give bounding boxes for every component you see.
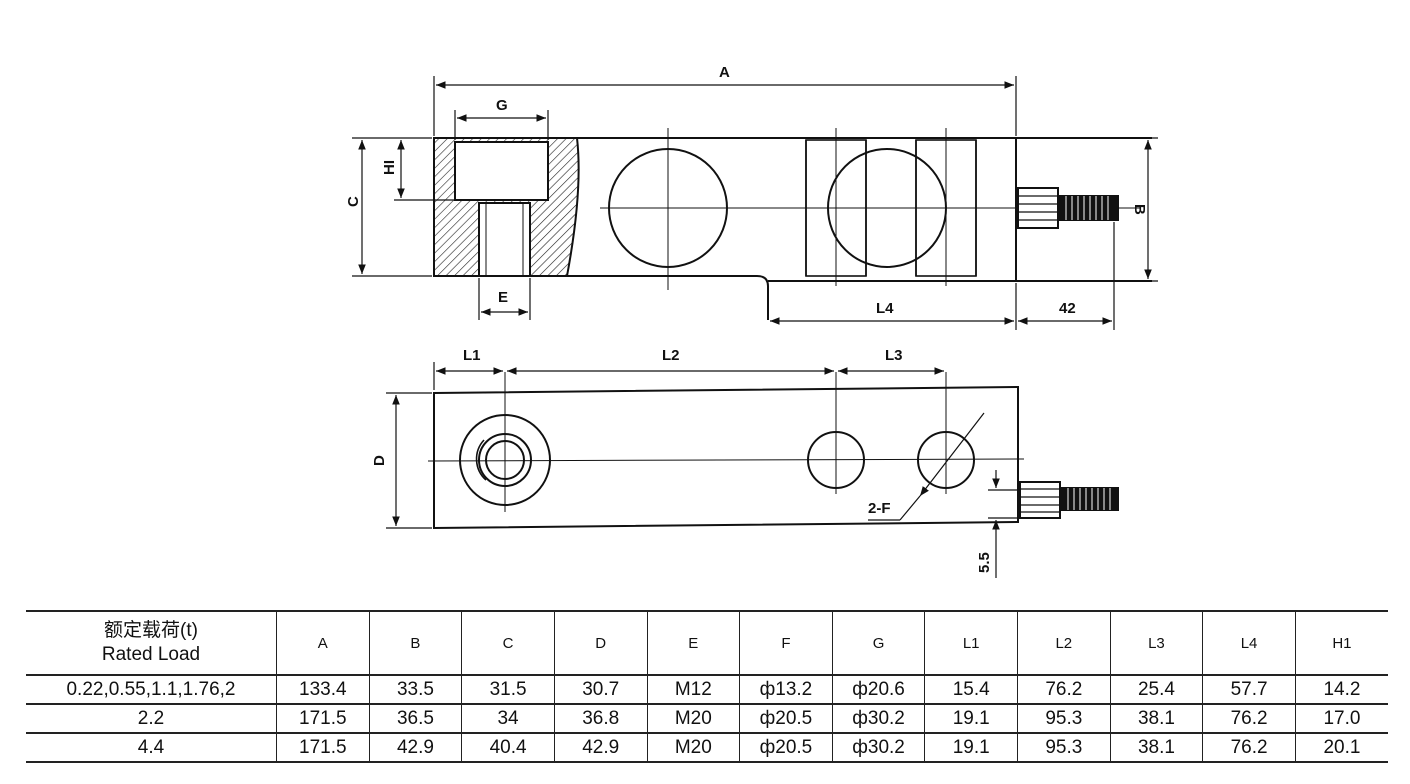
table-cell: 0.22,0.55,1.1,1.76,2 — [26, 675, 277, 705]
label-l2: L2 — [662, 347, 680, 364]
table-cell: M20 — [646, 704, 741, 734]
table-cell: 40.4 — [461, 733, 555, 763]
table-cell: ф20.5 — [739, 733, 833, 763]
table-cell: 133.4 — [276, 675, 370, 705]
table-cell: 34 — [461, 704, 555, 734]
table-cell: 25.4 — [1109, 675, 1204, 705]
table-cell: 57.7 — [1202, 675, 1296, 705]
load-cell-drawing: A G C HI E B L4 42 L1 L2 L3 D 2-F 5.5 — [345, 64, 1158, 578]
table-cell: 42.9 — [368, 733, 463, 763]
header-d: D — [553, 610, 648, 676]
label-l3: L3 — [885, 347, 903, 364]
table-cell: M12 — [646, 675, 741, 705]
label-l1: L1 — [463, 347, 481, 364]
table-cell: 38.1 — [1109, 704, 1204, 734]
table-cell: 95.3 — [1017, 704, 1111, 734]
label-42: 42 — [1059, 300, 1076, 317]
table-cell: 19.1 — [924, 733, 1018, 763]
label-a: A — [719, 64, 730, 81]
header-l3: L3 — [1109, 610, 1204, 676]
table-row: 2.2 171.5 36.5 34 36.8 M20 ф20.5 ф30.2 1… — [26, 704, 1388, 734]
table-cell: 20.1 — [1294, 733, 1388, 763]
dimension-labels: A G C HI E B L4 42 L1 L2 L3 D 2-F 5.5 — [345, 64, 1148, 573]
label-d: D — [371, 455, 388, 466]
header-f: F — [739, 610, 833, 676]
table-cell: 31.5 — [461, 675, 555, 705]
table-cell: 15.4 — [924, 675, 1018, 705]
table-cell: 36.5 — [368, 704, 463, 734]
top-view — [427, 372, 1119, 530]
label-h1: HI — [381, 160, 398, 175]
side-view-dimensions — [352, 76, 1158, 330]
table-cell: 76.2 — [1202, 733, 1296, 763]
table-cell: 95.3 — [1017, 733, 1111, 763]
side-view — [433, 128, 1152, 320]
table-cell: 36.8 — [553, 704, 648, 734]
spec-table: 额定载荷(t) Rated Load A B C D E F G L1 L2 L… — [26, 610, 1388, 763]
label-e: E — [498, 289, 508, 306]
table-cell: 17.0 — [1294, 704, 1388, 734]
table-cell: 76.2 — [1202, 704, 1296, 734]
table-cell: 42.9 — [553, 733, 648, 763]
label-c: C — [345, 196, 362, 207]
table-cell: 171.5 — [276, 704, 370, 734]
table-cell: 4.4 — [26, 733, 277, 763]
table-cell: 33.5 — [368, 675, 463, 705]
top-view-dimensions — [386, 362, 1020, 578]
table-cell: ф13.2 — [739, 675, 833, 705]
table-cell: ф20.5 — [739, 704, 833, 734]
table-cell: 14.2 — [1294, 675, 1388, 705]
header-c: C — [461, 610, 555, 676]
header-b: B — [368, 610, 463, 676]
table-cell: 76.2 — [1017, 675, 1111, 705]
header-l2: L2 — [1017, 610, 1111, 676]
table-cell: 171.5 — [276, 733, 370, 763]
table-cell: ф30.2 — [831, 733, 926, 763]
header-rated-load-cn: 额定载荷(t) — [104, 620, 198, 641]
label-l4: L4 — [876, 300, 894, 317]
header-rated-load: 额定载荷(t) Rated Load — [26, 610, 277, 676]
header-e: E — [646, 610, 741, 676]
table-cell: M20 — [646, 733, 741, 763]
table-row: 0.22,0.55,1.1,1.76,2 133.4 33.5 31.5 30.… — [26, 675, 1388, 705]
header-l4: L4 — [1202, 610, 1296, 676]
header-a: A — [276, 610, 370, 676]
table-cell: ф20.6 — [831, 675, 926, 705]
label-5-5: 5.5 — [976, 552, 993, 573]
header-rated-load-en: Rated Load — [101, 644, 201, 665]
table-cell: 38.1 — [1109, 733, 1204, 763]
label-b: B — [1131, 204, 1148, 215]
table-cell: 19.1 — [924, 704, 1018, 734]
table-row: 4.4 171.5 42.9 40.4 42.9 M20 ф20.5 ф30.2… — [26, 733, 1388, 763]
label-g: G — [496, 97, 508, 114]
table-cell: ф30.2 — [831, 704, 926, 734]
table-header-row: 额定载荷(t) Rated Load A B C D E F G L1 L2 L… — [26, 610, 1388, 676]
header-l1: L1 — [924, 610, 1018, 676]
label-2f: 2-F — [868, 500, 891, 517]
header-h1: H1 — [1294, 610, 1388, 676]
table-cell: 2.2 — [26, 704, 277, 734]
header-g: G — [831, 610, 926, 676]
table-cell: 30.7 — [553, 675, 648, 705]
